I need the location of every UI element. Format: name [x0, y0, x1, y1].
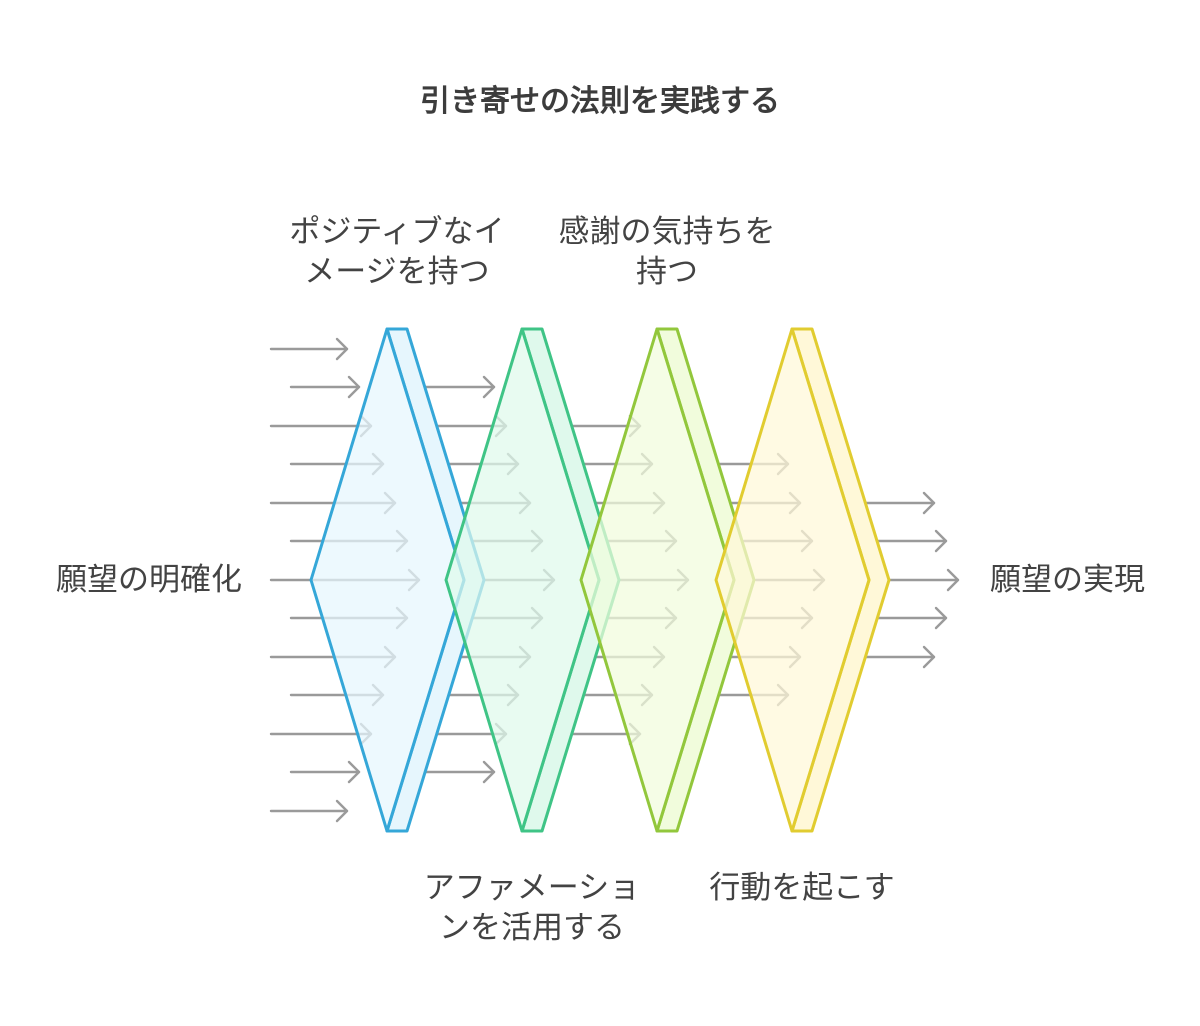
flow-arrow	[269, 799, 349, 823]
flow-arrow	[864, 645, 936, 669]
diagram-title: 引き寄せの法則を実践する	[420, 84, 780, 119]
flow-arrow	[864, 491, 936, 515]
start-label: 願望の明確化	[56, 562, 242, 598]
flow-arrow	[888, 568, 960, 592]
stage-panel-4	[714, 327, 891, 833]
stage-3-label: 感謝の気持ちを 持つ	[558, 214, 776, 290]
stage-panels	[309, 327, 891, 833]
flow-arrow	[876, 529, 948, 553]
stage-4-label: 行動を起こす	[709, 870, 895, 906]
flow-arrow	[424, 375, 496, 399]
flow-arrow	[289, 760, 361, 784]
flow-arrow	[424, 760, 496, 784]
flow-arrow	[289, 375, 361, 399]
stage-2-label: アファメーショ ンを活用する	[423, 870, 641, 946]
end-label: 願望の実現	[990, 562, 1145, 598]
flow-arrow	[876, 606, 948, 630]
flow-arrow	[269, 337, 349, 361]
stage-1-label: ポジティブなイ メージを持つ	[289, 214, 505, 290]
